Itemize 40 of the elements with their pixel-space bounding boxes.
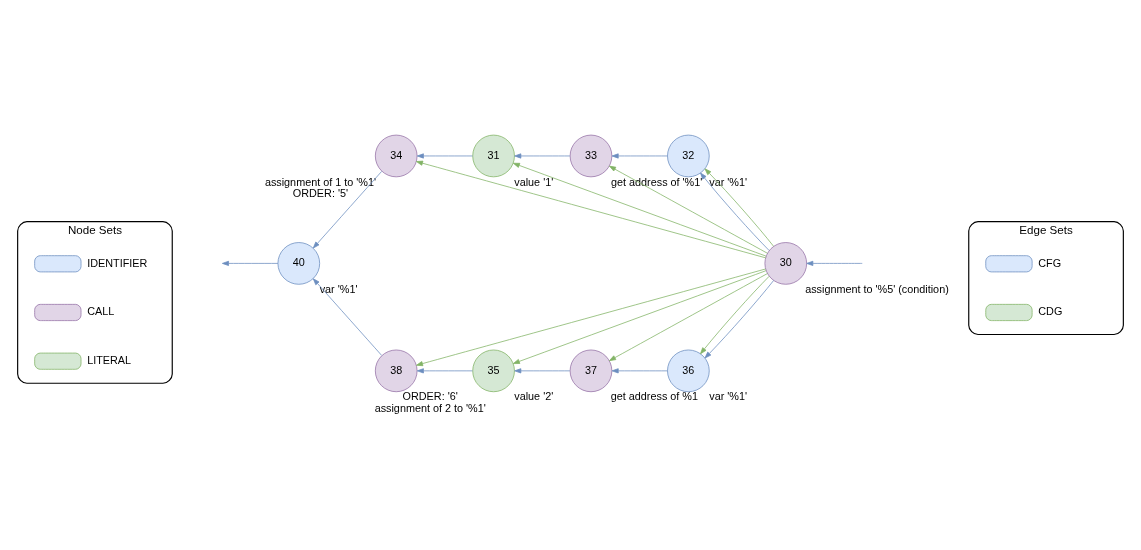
node-circle: 33 bbox=[569, 134, 613, 178]
node-label: assignment of 2 to '%1' bbox=[374, 401, 486, 414]
arrow bbox=[312, 278, 383, 356]
arrow bbox=[416, 153, 473, 159]
node-label: get address of %1 bbox=[610, 390, 698, 403]
node-label: value '1' bbox=[514, 175, 554, 188]
node-circle: 37 bbox=[569, 349, 613, 393]
node-label: var '%1' bbox=[709, 390, 748, 403]
arrow bbox=[416, 160, 767, 259]
node-label: ORDER: '6' bbox=[402, 390, 458, 403]
node-label: value '2' bbox=[514, 390, 554, 403]
node-circle: 31 bbox=[472, 134, 515, 178]
node-label: ORDER: '5' bbox=[292, 187, 349, 200]
node-circle: 38 bbox=[374, 349, 418, 393]
arrow bbox=[312, 170, 383, 249]
arrow bbox=[416, 268, 767, 367]
arrow bbox=[514, 153, 571, 159]
arrow bbox=[512, 162, 767, 257]
arrow bbox=[611, 368, 668, 374]
node-circle: 34 bbox=[374, 134, 418, 178]
node-circle: 30 bbox=[764, 242, 808, 285]
node-label: var '%1' bbox=[319, 282, 358, 295]
legend-label: CFG bbox=[1038, 256, 1062, 269]
legend-label: LITERAL bbox=[87, 354, 132, 367]
node-label: var '%1' bbox=[709, 175, 748, 188]
arrow bbox=[609, 273, 768, 362]
arrow bbox=[416, 368, 473, 374]
node-label: get address of '%1' bbox=[611, 175, 703, 188]
arrow bbox=[222, 260, 279, 266]
arrow bbox=[611, 153, 668, 159]
legend-label: CALL bbox=[87, 305, 115, 318]
node-circle: 35 bbox=[472, 349, 515, 393]
node-label: assignment of 1 to '%1' bbox=[264, 175, 377, 188]
node-label: assignment to '%5' (condition) bbox=[805, 282, 949, 295]
arrow bbox=[806, 260, 863, 266]
legend-label: CDG bbox=[1038, 305, 1063, 318]
arrow bbox=[514, 368, 571, 374]
legend-label: IDENTIFIER bbox=[87, 256, 148, 269]
arrow bbox=[609, 165, 768, 254]
arrow bbox=[512, 270, 767, 364]
